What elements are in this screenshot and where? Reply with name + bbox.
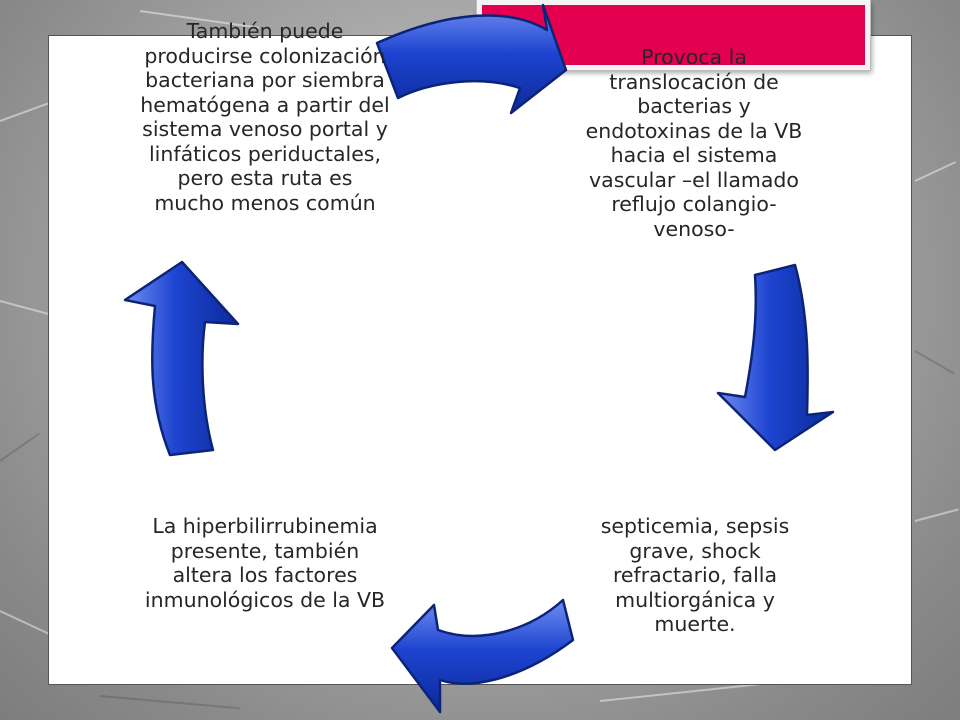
cycle-node-bottom-right: septicemia, sepsis grave, shock refracta… xyxy=(600,514,790,636)
arrow-top-icon xyxy=(375,3,568,115)
arrow-left-icon xyxy=(123,260,240,457)
cycle-node-top-right: Provoca la translocación de bacterias y … xyxy=(585,45,803,241)
arrow-bottom-icon xyxy=(390,598,575,714)
arrow-right-icon xyxy=(716,263,835,452)
cycle-node-top-left: También puede producirse colonización ba… xyxy=(140,19,390,215)
cycle-node-bottom-left: La hiperbilirrubinemia presente, también… xyxy=(144,514,386,612)
